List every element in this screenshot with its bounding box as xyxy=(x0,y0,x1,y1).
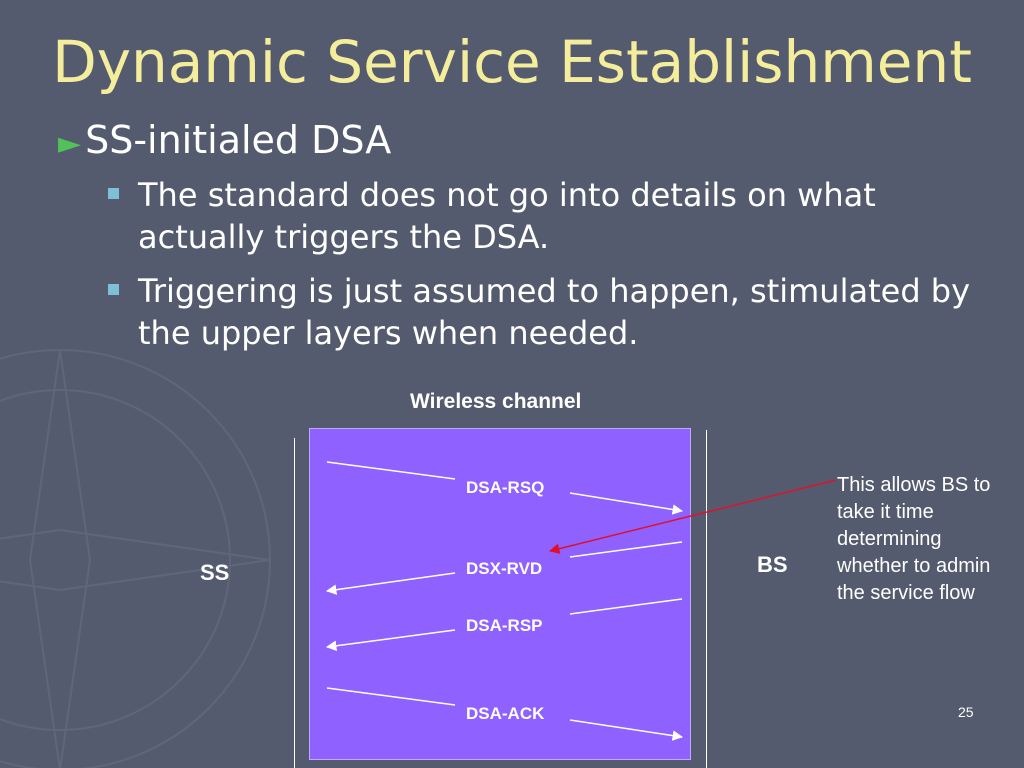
ss-node-label: SS xyxy=(200,560,230,585)
sub-bullet: The standard does not go into details on… xyxy=(108,174,988,258)
main-bullet-text: SS-initialed DSA xyxy=(85,118,392,162)
sub-bullet: Triggering is just assumed to happen, st… xyxy=(108,270,988,354)
message-label: DSA-RSQ xyxy=(466,478,545,497)
square-bullet-icon xyxy=(108,188,119,199)
slide-title: Dynamic Service Establishment xyxy=(52,28,972,96)
annotation-note: This allows BS to take it time determini… xyxy=(837,474,991,604)
message-label: DSA-RSP xyxy=(466,616,543,635)
bs-timeline xyxy=(706,430,707,768)
sub-bullet-text: Triggering is just assumed to happen, st… xyxy=(138,272,971,352)
ss-timeline xyxy=(294,438,295,768)
dsx-rvd-arrow-left-segment xyxy=(325,572,456,595)
page-number: 25 xyxy=(958,704,974,720)
dsa-ack-arrow-right-segment xyxy=(569,719,684,741)
dsa-rsp-arrow-left-segment xyxy=(325,629,456,651)
note-pointer-arrow xyxy=(548,479,837,554)
dsa-rsp-arrow-right-segment xyxy=(569,598,683,615)
dsx-rvd-arrow-right-segment xyxy=(569,541,683,558)
message-label: DSX-RVD xyxy=(466,559,543,578)
dsa-ack-arrow-left-segment xyxy=(326,687,456,706)
sub-bullet-text: The standard does not go into details on… xyxy=(138,176,876,256)
channel-label: Wireless channel xyxy=(410,390,582,413)
dsa-rsq-arrow-right-segment xyxy=(569,492,684,515)
square-bullet-icon xyxy=(108,284,119,295)
message-label: DSA-ACK xyxy=(466,704,545,723)
triangle-bullet-icon: ► xyxy=(58,126,82,161)
wireless-channel-box xyxy=(309,428,691,760)
main-bullet: ►SS-initialed DSA xyxy=(58,118,391,162)
bs-node-label: BS xyxy=(757,552,788,577)
dsa-rsq-arrow-left-segment xyxy=(326,461,456,480)
